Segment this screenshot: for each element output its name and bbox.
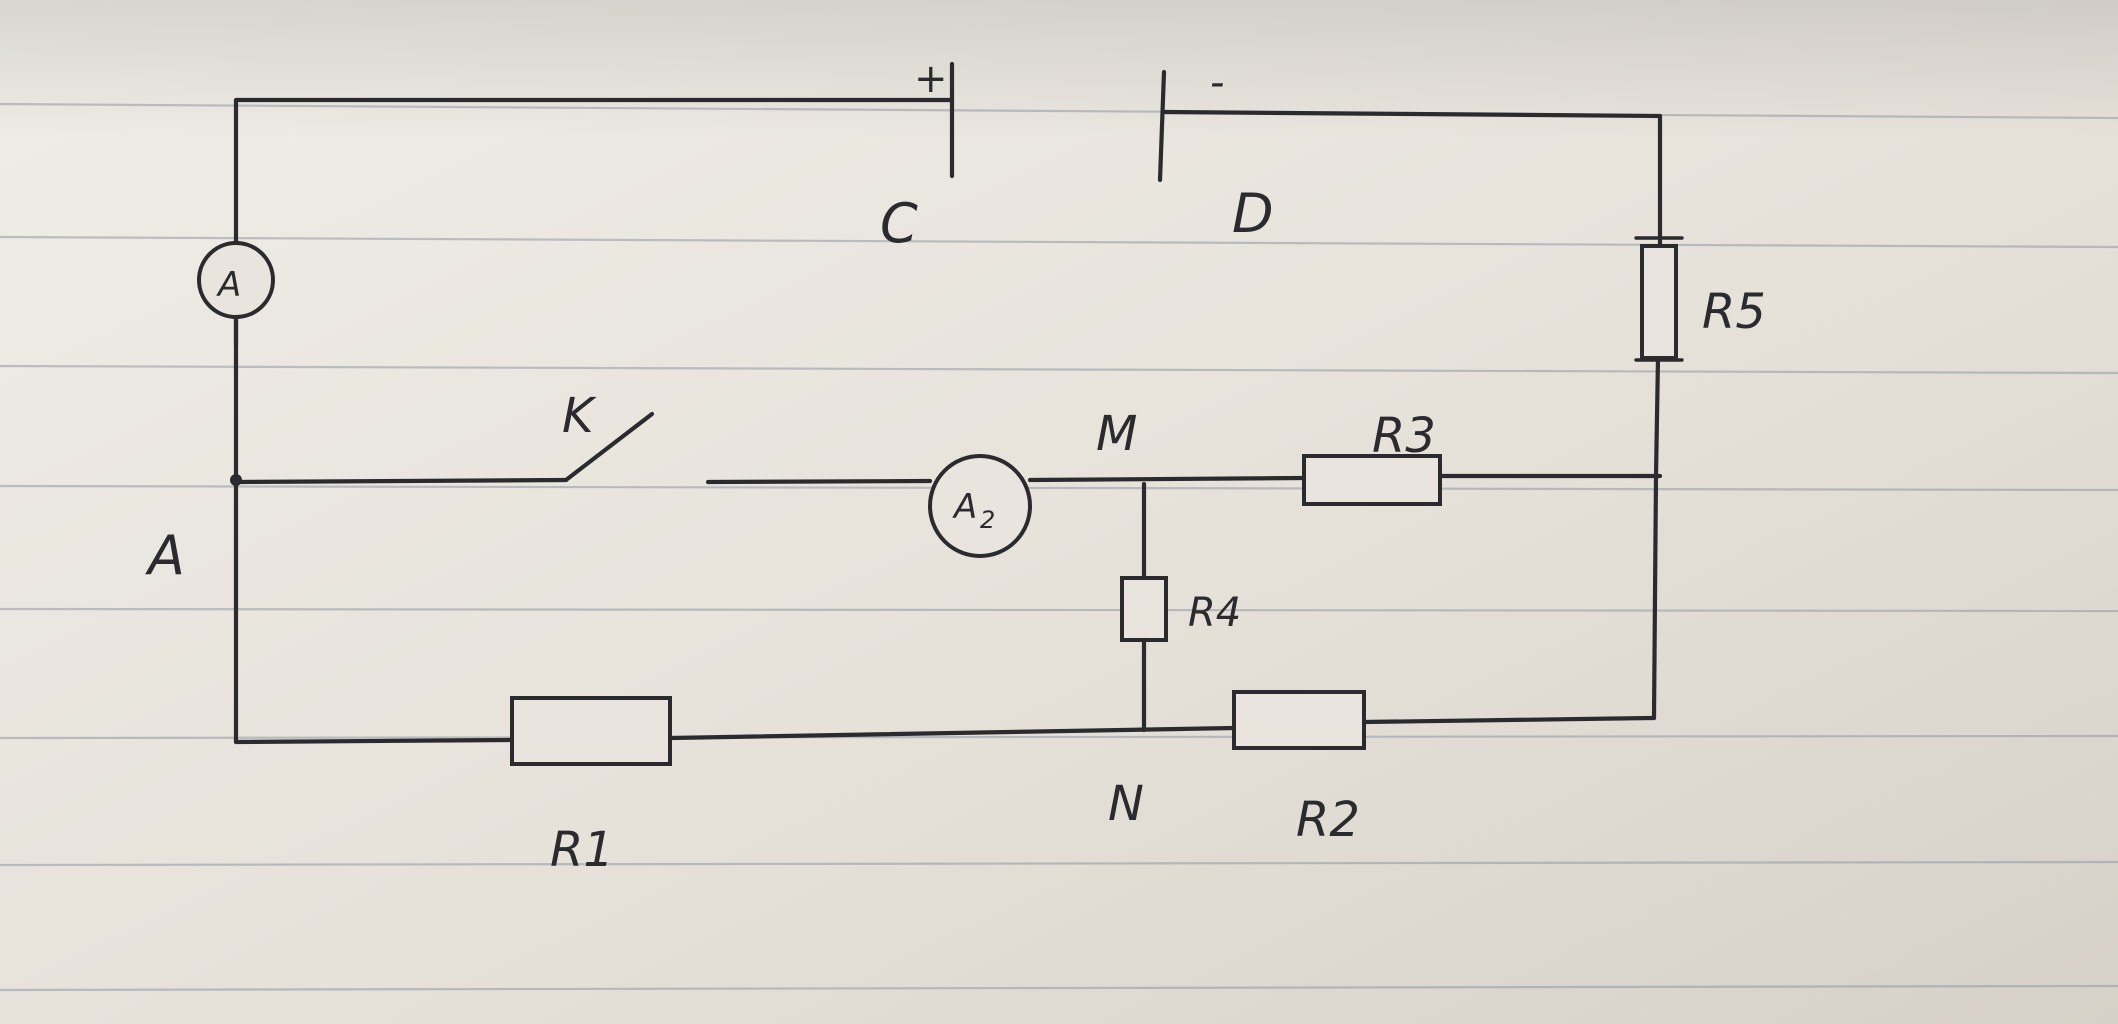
- switch-k-label: K: [562, 388, 597, 444]
- wire-a-to-r1: [233, 737, 515, 745]
- node-d-label: D: [1232, 182, 1274, 245]
- labels: + - C D R5 K M R3 A R4 N R2 R1: [145, 56, 1766, 878]
- resistor-r1-label: R1: [550, 822, 614, 878]
- ammeter-a2-circle: [928, 454, 1032, 558]
- node-n-label: N: [1108, 776, 1144, 832]
- resistor-r4-body: [1120, 576, 1168, 642]
- battery-negative-plate: [1157, 69, 1167, 183]
- ammeter-a2-subscript: 2: [980, 506, 995, 534]
- top-shadow: [0, 0, 2118, 140]
- right-branch: [1634, 236, 1684, 721]
- ammeter-a1: A: [197, 237, 275, 483]
- resistor-r5-body: [1640, 244, 1678, 360]
- bottom-branch: [233, 690, 1657, 766]
- node-a-label: A: [145, 524, 185, 587]
- node-m-label: M: [1096, 406, 1137, 462]
- switch-k-blade: [563, 411, 655, 483]
- resistor-r5-label: R5: [1702, 284, 1766, 340]
- right-lower-wire: [1651, 355, 1661, 721]
- resistor-r4-label: R4: [1188, 590, 1241, 636]
- ammeter-a1-circle: [197, 241, 275, 319]
- r4-branch: [1120, 481, 1168, 733]
- wire-switch-to-a2: [705, 478, 933, 485]
- wire-r1-to-r2: [667, 725, 1237, 741]
- ammeter-a1-label: A: [216, 265, 241, 305]
- resistor-r3-label: R3: [1372, 408, 1436, 464]
- ammeter-a2-label: A: [952, 487, 977, 527]
- battery-negative-sign: -: [1210, 60, 1224, 106]
- battery-positive-sign: +: [914, 56, 948, 102]
- node-c-label: C: [880, 192, 918, 255]
- ruled-lines: [0, 102, 2118, 992]
- wire-r2-to-right: [1361, 715, 1657, 725]
- resistor-r3-body: [1302, 454, 1442, 506]
- resistor-r2-label: R2: [1296, 792, 1360, 848]
- middle-branch: A 2: [233, 411, 1663, 558]
- resistor-r1-body: [510, 696, 672, 766]
- resistor-r2-body: [1232, 690, 1366, 750]
- wire-a2-to-r3: [1027, 475, 1307, 483]
- wire-to-switch: [233, 477, 569, 485]
- top-right-wire: [1161, 109, 1663, 251]
